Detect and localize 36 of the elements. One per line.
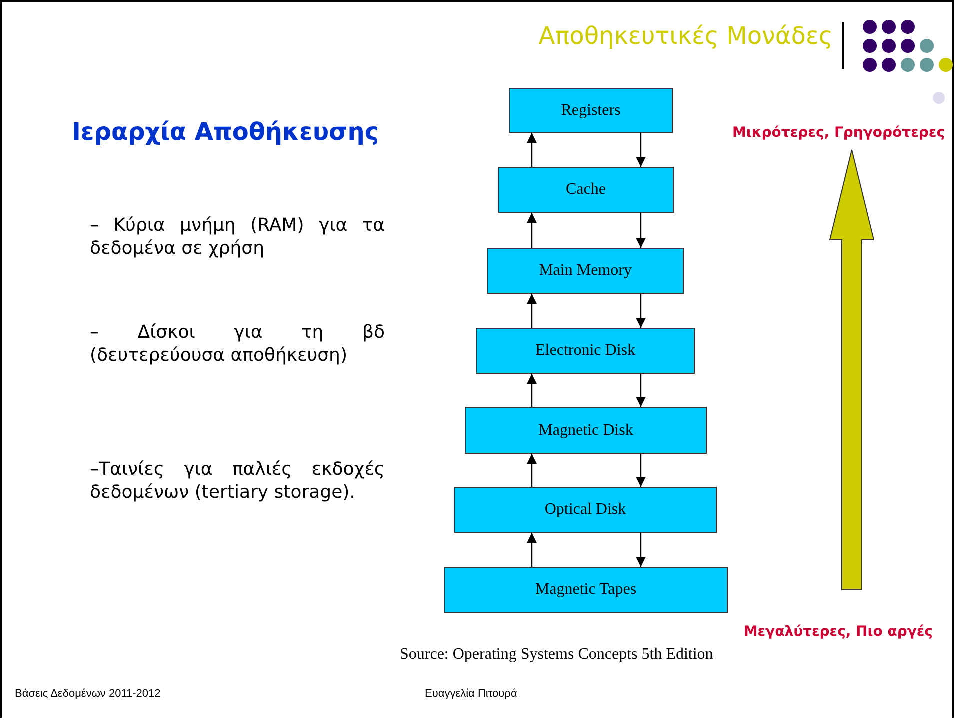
annotation-label: Μεγαλύτερες, Πιο αργές [744,624,933,640]
footer-text: Βάσεις Δεδομένων 2011-2012 [15,688,161,700]
process-box [465,407,707,454]
heading: Ιεραρχία Αποθήκευσης [72,118,380,146]
arrow [527,294,537,328]
arrow [636,294,646,328]
process-box [476,328,695,374]
header-title: Αποθηκευτικές Μονάδες [538,22,833,50]
footer-text: Ευαγγελία Πιτουρά [425,688,518,700]
box-label: Cache [566,181,606,199]
box-label: Optical Disk [544,501,626,519]
arrow [636,133,646,167]
box-label: Registers [561,102,621,120]
box-label: Electronic Disk [536,342,636,360]
bullet-text: – Κύρια μνήμη (RAM) για τα δεδομένα σε χρήση [90,215,385,260]
annotation-label: Μικρότερες, Γρηγορότερες [732,125,945,141]
bullet-text: – Δίσκοι για τη βδ (δευτερεύουσα αποθήκευση) [90,322,385,367]
arrow [527,533,537,567]
arrow [636,213,646,248]
bullet-text: –Ταινίες για παλιές εκδοχές δεδομένων (tertiary storage). [90,459,385,504]
arrow [527,133,537,167]
process-box [487,248,684,294]
box-label: Main Memory [539,262,632,280]
arrow [527,454,537,487]
arrow [636,374,646,407]
arrow [636,533,646,567]
process-box [454,487,717,533]
process-box [498,167,674,213]
arrow [636,454,646,487]
source-note: Source: Operating Systems Concepts 5th Edition [400,646,714,664]
arrow [527,213,537,248]
process-box [444,567,728,613]
arrow [527,374,537,407]
box-label: Magnetic Disk [538,422,634,440]
process-box [509,88,673,133]
box-label: Magnetic Tapes [535,581,637,599]
